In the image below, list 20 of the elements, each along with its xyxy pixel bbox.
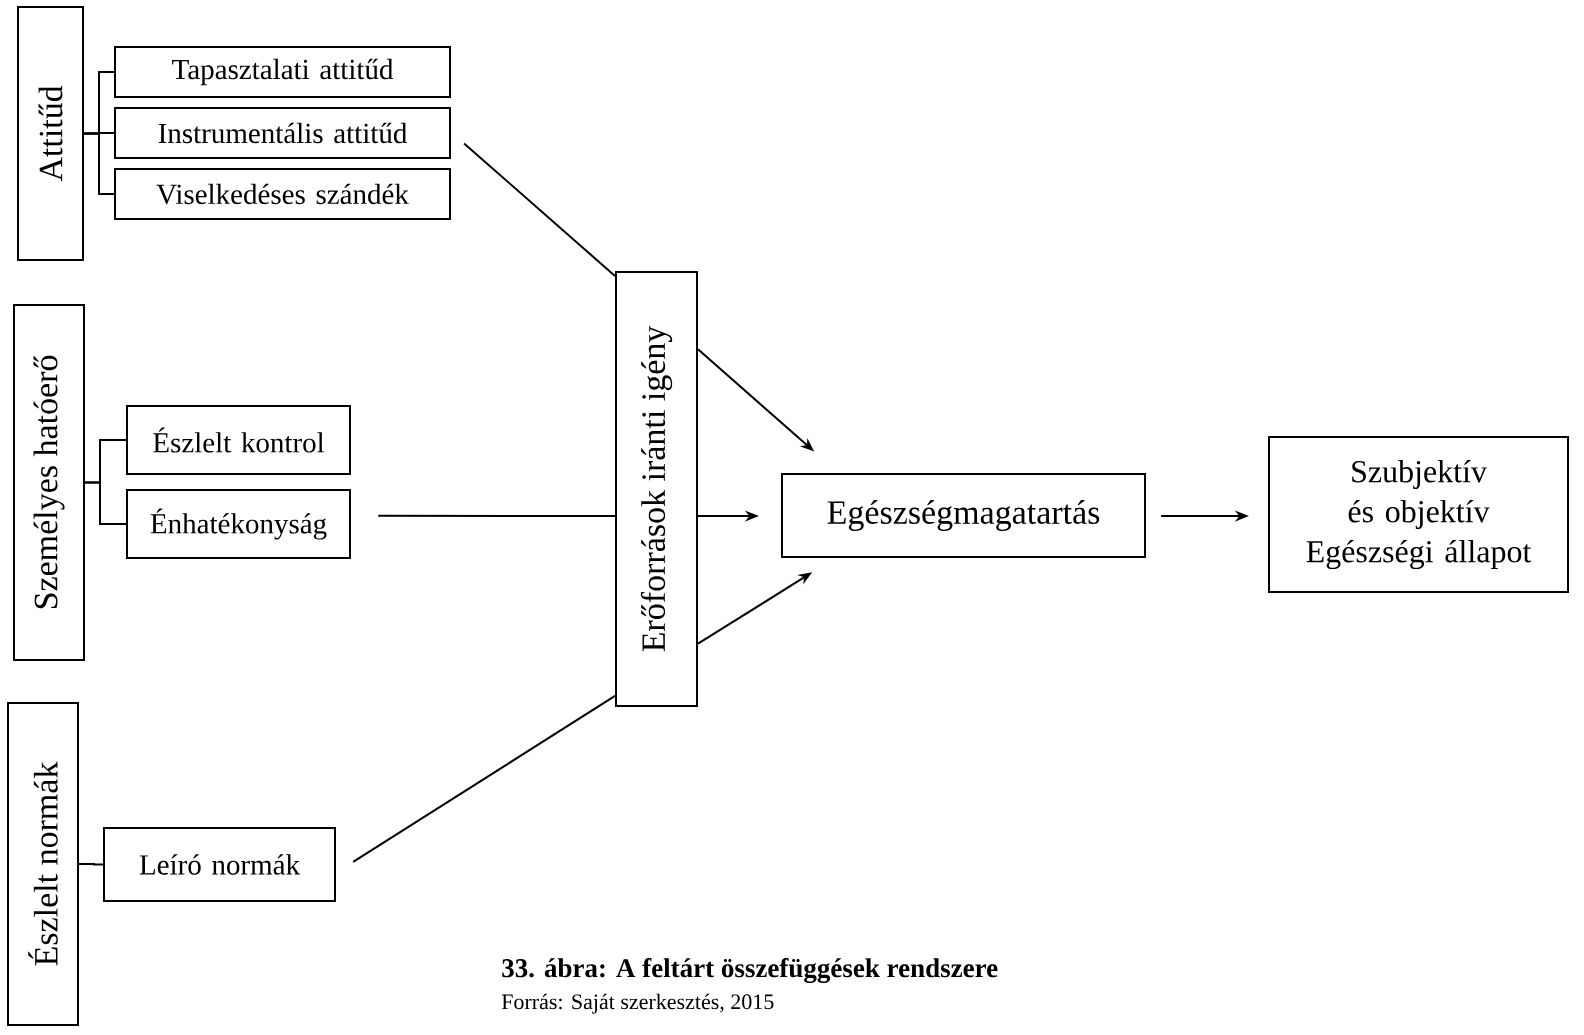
connector-line (84, 481, 127, 525)
item-box: Tapasztalati attitűd (114, 46, 451, 98)
mediator-box: Erőforrások iránti igény (615, 271, 698, 707)
connector-line (463, 142, 616, 277)
behaviour-box: Egészségmagatartás (781, 473, 1146, 558)
item-box: Instrumentális attitűd (114, 107, 451, 159)
connector-line (377, 514, 616, 518)
category-box: Attitűd (17, 6, 84, 261)
connector-line (78, 863, 104, 866)
source-note: Forrás: Saját szerkesztés, 2015 (501, 993, 774, 1014)
connector-line (83, 132, 115, 195)
figure-caption: 33. ábra: A feltárt összefüggések rendszere (502, 958, 998, 983)
connector-line (352, 694, 616, 863)
category-box: Személyes hatóerő (13, 304, 85, 661)
item-box: Észlelt kontrol (126, 405, 351, 475)
item-box: Viselkedéses szándék (114, 168, 451, 220)
item-box: Leíró normák (103, 827, 336, 902)
outcome-box: Szubjektív és objektív Egészségi állapot (1268, 436, 1569, 593)
category-box: Észlelt normák (7, 702, 79, 1026)
item-box: Énhatékonyság (126, 489, 351, 559)
